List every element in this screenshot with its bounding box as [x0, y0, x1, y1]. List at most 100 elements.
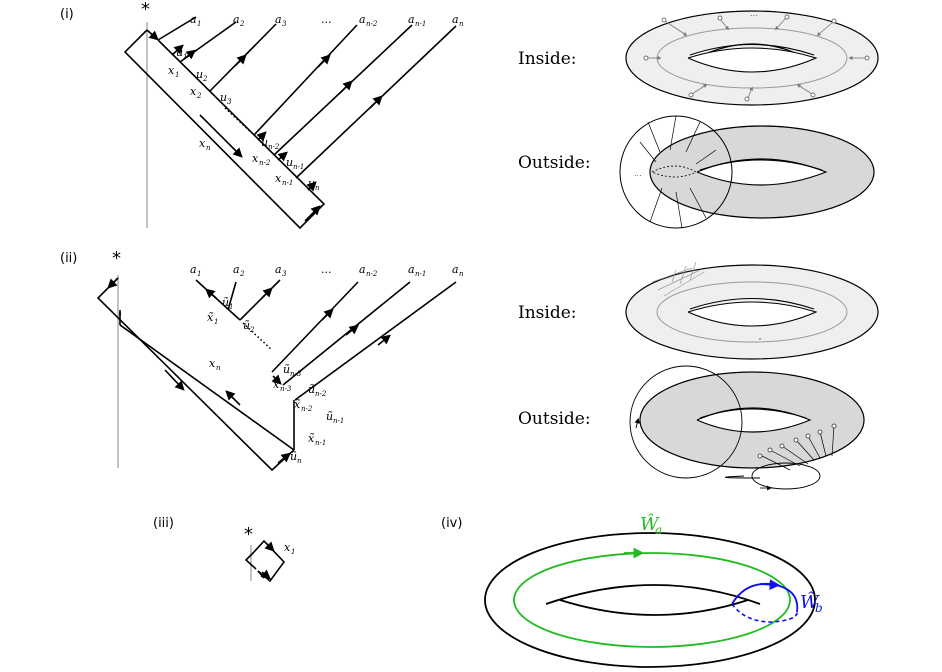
- panel-label-ii: (ii): [60, 251, 77, 266]
- wa-cycle: [513, 552, 791, 648]
- svg-text:n-3: n-3: [280, 385, 292, 393]
- panel-label-i: (i): [60, 7, 74, 22]
- svg-text:...: ...: [321, 13, 332, 26]
- svg-text:a: a: [408, 13, 415, 26]
- svg-text:n: n: [216, 364, 221, 372]
- torus-outside-2: [629, 365, 865, 491]
- svg-text:2: 2: [239, 20, 245, 28]
- inside-label-1: Inside:: [518, 49, 577, 69]
- svg-text:n-1: n-1: [315, 439, 326, 447]
- svg-text:n-2: n-2: [259, 159, 271, 167]
- svg-text:n-2: n-2: [268, 143, 280, 151]
- svg-text:2: 2: [239, 270, 245, 278]
- svg-text:n-2: n-2: [366, 20, 378, 28]
- svg-text:n-3: n-3: [290, 370, 302, 378]
- torus-cycles-iv: Ŵ a Ŵ b: [484, 512, 823, 668]
- svg-text:u: u: [196, 68, 203, 81]
- svg-text:1: 1: [197, 20, 201, 28]
- tree-diagram-i: [123, 16, 457, 230]
- svg-text:n-1: n-1: [415, 20, 426, 28]
- svg-text:...: ...: [750, 9, 758, 18]
- svg-text:ũ: ũ: [308, 383, 315, 396]
- outside-label-1: Outside:: [518, 153, 591, 173]
- svg-text:ũ: ũ: [222, 296, 229, 309]
- svg-text:a: a: [452, 13, 459, 26]
- svg-text:n-1: n-1: [333, 417, 344, 425]
- svg-text:...: ...: [321, 263, 332, 276]
- svg-text:n-1: n-1: [415, 270, 426, 278]
- svg-text:1: 1: [197, 270, 201, 278]
- panel-label-iv: (iv): [441, 516, 462, 531]
- svg-text:x̃: x̃: [294, 398, 301, 411]
- svg-text:ũ: ũ: [326, 410, 333, 423]
- svg-text:Ŵ: Ŵ: [800, 590, 820, 613]
- svg-text:Ŵ: Ŵ: [640, 512, 660, 535]
- svg-text:u: u: [176, 46, 183, 59]
- svg-text:1: 1: [214, 318, 218, 326]
- svg-text:ũ: ũ: [283, 363, 290, 376]
- svg-text:n-1: n-1: [293, 163, 304, 171]
- base-point-star-i: *: [141, 0, 150, 20]
- svg-text:...: ...: [634, 169, 642, 178]
- base-point-star-ii: *: [112, 248, 121, 269]
- svg-text:x: x: [168, 64, 175, 77]
- svg-text:u: u: [308, 177, 315, 190]
- svg-text:2: 2: [202, 75, 208, 83]
- svg-text:x: x: [190, 85, 197, 98]
- svg-text:a: a: [452, 263, 459, 276]
- svg-text:a: a: [233, 263, 240, 276]
- svg-text:1: 1: [175, 71, 179, 79]
- svg-text:ũ: ũ: [243, 319, 250, 332]
- svg-text:a: a: [359, 263, 366, 276]
- svg-text:a: a: [655, 523, 662, 537]
- outside-label-2: Outside:: [518, 409, 591, 429]
- svg-text:u: u: [286, 156, 293, 169]
- svg-text:n: n: [459, 270, 464, 278]
- svg-text:x: x: [284, 541, 291, 554]
- svg-text:2: 2: [196, 92, 202, 100]
- torus-inside-2: [625, 261, 879, 360]
- svg-text:n: n: [459, 20, 464, 28]
- svg-text:a: a: [190, 263, 197, 276]
- base-point-star-iii: *: [244, 524, 253, 545]
- svg-text:x̃: x̃: [273, 378, 280, 391]
- svg-text:ũ: ũ: [290, 450, 297, 463]
- svg-text:x: x: [275, 172, 282, 185]
- svg-text:a: a: [359, 13, 366, 26]
- svg-text:1: 1: [291, 548, 295, 556]
- svg-text:x: x: [252, 152, 259, 165]
- svg-text:x̃: x̃: [308, 432, 315, 445]
- svg-text:x: x: [199, 137, 206, 150]
- svg-text:b: b: [815, 601, 823, 615]
- panel-label-iii: (iii): [153, 516, 174, 531]
- svg-text:n: n: [297, 457, 302, 465]
- svg-text:a: a: [275, 13, 282, 26]
- svg-text:x̃: x̃: [207, 311, 214, 324]
- svg-text:u: u: [261, 136, 268, 149]
- svg-text:3: 3: [227, 98, 232, 106]
- svg-text:n: n: [206, 144, 211, 152]
- svg-text:1: 1: [183, 53, 187, 61]
- svg-text:a: a: [190, 13, 197, 26]
- svg-text:a: a: [233, 13, 240, 26]
- svg-text:n-2: n-2: [366, 270, 378, 278]
- svg-text:n-2: n-2: [301, 405, 313, 413]
- torus-outside-1: ...: [619, 115, 875, 229]
- svg-text:1: 1: [229, 303, 233, 311]
- svg-text:a: a: [408, 263, 415, 276]
- svg-text:3: 3: [282, 20, 287, 28]
- svg-text:n-2: n-2: [315, 390, 327, 398]
- svg-text:2: 2: [249, 326, 255, 334]
- svg-text:n: n: [315, 184, 320, 192]
- svg-text:x: x: [209, 357, 216, 370]
- svg-text:3: 3: [282, 270, 287, 278]
- wb-cycle-back: [731, 603, 798, 623]
- tree-diagram-ii: [96, 277, 457, 472]
- inside-label-2: Inside:: [518, 303, 577, 323]
